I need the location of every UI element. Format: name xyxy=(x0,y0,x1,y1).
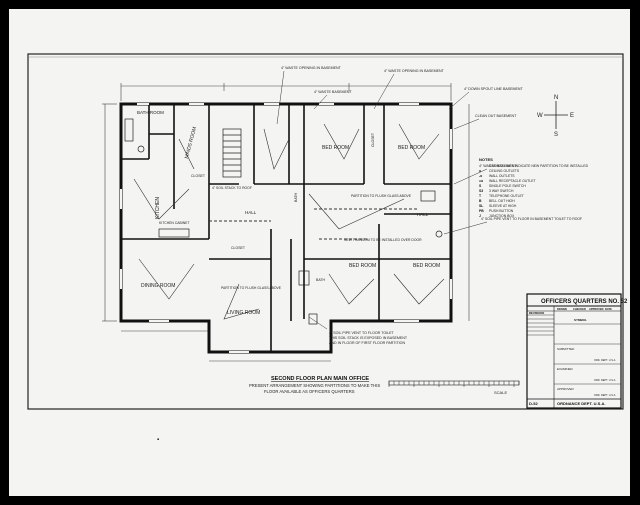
note-waste-basement-2: 4" WASTE BASEMENT xyxy=(479,164,517,168)
legend-item: 3 WAY SWITCH xyxy=(489,189,514,193)
plan-title: SECOND FLOOR PLAN MAIN OFFICE xyxy=(271,376,369,382)
legend-symbol: S3 xyxy=(479,189,483,193)
windows xyxy=(120,103,452,353)
symbol-label: SYMBOL xyxy=(574,318,587,322)
north-arrow xyxy=(544,101,568,129)
legend-item: PUSH BUTTON xyxy=(489,209,514,213)
revisions-label: REVISIONS xyxy=(529,311,544,315)
sheet-title: OFFICERS QUARTERS NO. 52 xyxy=(541,299,628,305)
stray-mark: ▪ xyxy=(157,437,159,443)
room-bath-2: BATH xyxy=(316,278,326,282)
room-closet-3: CLOSET xyxy=(371,132,375,147)
submitted-label: SUBMITTED xyxy=(557,347,575,351)
room-maids: MAIDS ROOM xyxy=(184,126,198,159)
legend-symbol: =o xyxy=(479,179,483,183)
drawing-number: D-52 xyxy=(529,401,538,406)
floor-plan-drawing: N S E W BATH ROOM MAIDS ROOM KITCHEN BED… xyxy=(27,53,628,443)
legend-item: SLEEVE AT HIGH xyxy=(489,204,517,208)
legend-item: WALL OUTLETS xyxy=(489,174,515,178)
legend-item: TELEPHONE OUTLET xyxy=(489,194,524,198)
note-partition-flush-1: PARTITION TO FLUSH GLASS ABOVE xyxy=(351,194,412,198)
fixtures xyxy=(124,118,443,325)
room-hall-2: HALL xyxy=(417,212,429,217)
title-block-header-cell: APPROVED xyxy=(589,307,604,311)
tb-footer: ORDNANCE DEPT. U.S.A. xyxy=(557,401,605,406)
legend-symbol: T xyxy=(479,194,482,198)
wiring xyxy=(133,123,445,320)
note-kitchen-cabinet: KITCHEN CABINET xyxy=(159,221,190,225)
room-dining: DINING ROOM xyxy=(141,283,175,289)
new-partitions xyxy=(209,208,419,240)
room-kitchen: KITCHEN xyxy=(155,197,161,219)
legend-symbol: SL xyxy=(479,204,483,208)
stairs xyxy=(222,128,242,178)
compass-n: N xyxy=(554,95,558,101)
note-transom: NEW TRANSOM TO BE INSTALLED OVER DOOR xyxy=(344,238,422,242)
note-clean-out: CLEAN OUT BASEMENT xyxy=(475,114,517,118)
room-bed-4: BED ROOM xyxy=(413,263,440,269)
compass-w: W xyxy=(537,113,543,119)
approved-label: APPROVED xyxy=(557,387,575,391)
title-block-header-cell: DRAWN xyxy=(557,307,567,311)
legend-symbol: -o xyxy=(479,174,482,178)
compass-e: E xyxy=(570,113,574,119)
title-block xyxy=(526,293,622,409)
note-soil-pipe-2: THIS SOIL STACK IS EXPOSED IN BASEMENT xyxy=(329,336,408,340)
title-block-header-cell: DATE xyxy=(605,307,612,311)
note-soil-stack: 4" SOIL STACK TO ROOF xyxy=(212,186,252,190)
interior-walls xyxy=(121,104,451,352)
room-bed-2: BED ROOM xyxy=(398,145,425,151)
legend-symbol: J xyxy=(479,214,481,218)
room-bath-3: BATH xyxy=(294,192,298,202)
note-leaders xyxy=(276,70,488,330)
drawing-sheet: N S E W BATH ROOM MAIDS ROOM KITCHEN BED… xyxy=(9,9,630,496)
dimension-lines xyxy=(102,83,470,362)
room-living: LIVING ROOM xyxy=(227,310,260,316)
plan-subtitle-2: FLOOR AVAILABLE AS OFFICERS QUARTERS xyxy=(264,389,355,394)
legend-symbol: B xyxy=(479,199,482,203)
room-bed-3: BED ROOM xyxy=(349,263,376,269)
tb-small-2: ORD. DEPT. U.S.A. xyxy=(594,379,616,382)
note-waste-basement: 4" WASTE BASEMENT xyxy=(314,90,352,94)
room-closet-1: CLOSET xyxy=(191,174,206,178)
note-waste-opening-2: 4" WASTE OPENING IN BASEMENT xyxy=(384,69,445,73)
scale-label: SCALE xyxy=(494,390,507,395)
legend-symbol: PB xyxy=(479,209,484,213)
note-soil-pipe-1: 4" SOIL PIPE VENT TO FLOOR TOILET xyxy=(329,331,395,335)
plan-subtitle-1: PRESENT ARRANGEMENT SHOWING PARTITIONS T… xyxy=(249,383,380,388)
legend-item: SINGLE POLE SWITCH xyxy=(489,184,526,188)
room-bath-room: BATH ROOM xyxy=(137,110,164,115)
note-soil-pipe-3: AND IN FLOOR OF FIRST FLOOR PARTITION xyxy=(329,341,405,345)
legend-symbol: o xyxy=(479,169,481,173)
legend-item: BELL OUT HIGH xyxy=(489,199,515,203)
legend-item: DASHED LINES INDICATE NEW PARTITION TO B… xyxy=(489,164,589,168)
tb-small-1: ORD. DEPT. U.S.A. xyxy=(594,359,616,362)
tb-small-3: ORD. DEPT. U.S.A. xyxy=(594,394,616,397)
room-bed-1: BED ROOM xyxy=(322,145,349,151)
exterior-walls xyxy=(119,102,453,354)
title-block-header-cell: CHECKED xyxy=(573,307,586,311)
note-soil-pipe-vent: 4" SOIL PIPE VENT TO FLOOR IN BASEMENT T… xyxy=(481,217,582,221)
scale-bar xyxy=(388,380,520,387)
legend-symbol: S xyxy=(479,184,482,188)
examined-label: EXAMINED xyxy=(557,367,574,371)
note-down-spout: 4" DOWN SPOUT LINE BASEMENT xyxy=(464,87,524,91)
compass-s: S xyxy=(554,132,558,138)
legend-title: NOTES xyxy=(479,157,493,162)
note-waste-opening-1: 4" WASTE OPENING IN BASEMENT xyxy=(281,66,342,70)
note-partition-flush-2: PARTITION TO FLUSH GLASS ABOVE xyxy=(221,286,282,290)
legend: DASHED LINES INDICATE NEW PARTITION TO B… xyxy=(479,164,589,218)
legend-item: CEILING OUTLETS xyxy=(489,169,520,173)
room-hall: HALL xyxy=(245,210,257,215)
drawing-border xyxy=(27,53,624,410)
legend-item: JUNCTION BOX xyxy=(489,214,515,218)
legend-item: WALL RECEPTACLE OUTLET xyxy=(489,179,536,183)
room-closet-2: CLOSET xyxy=(231,246,246,250)
